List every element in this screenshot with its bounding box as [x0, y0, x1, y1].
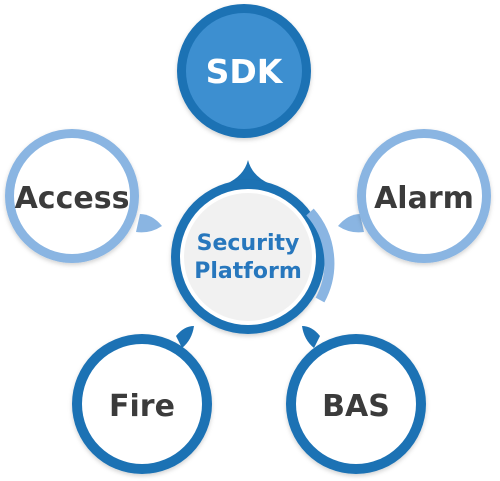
hub-pointer	[226, 160, 270, 184]
node-access: Access	[5, 129, 162, 263]
node-access-label: Access	[15, 181, 130, 216]
node-alarm: Alarm	[338, 129, 491, 263]
center-label-line2: Platform	[194, 259, 302, 284]
node-sdk: SDK	[177, 4, 311, 138]
node-bas: BAS	[286, 326, 426, 474]
node-fire: Fire	[72, 326, 212, 474]
center-label-line1: Security	[197, 231, 300, 256]
node-sdk-label: SDK	[206, 52, 284, 91]
node-bas-label: BAS	[322, 389, 390, 424]
node-alarm-label: Alarm	[374, 181, 474, 216]
node-fire-label: Fire	[109, 389, 175, 424]
hub-ring-accent	[306, 208, 335, 303]
center-hub: Security Platform	[171, 160, 335, 334]
